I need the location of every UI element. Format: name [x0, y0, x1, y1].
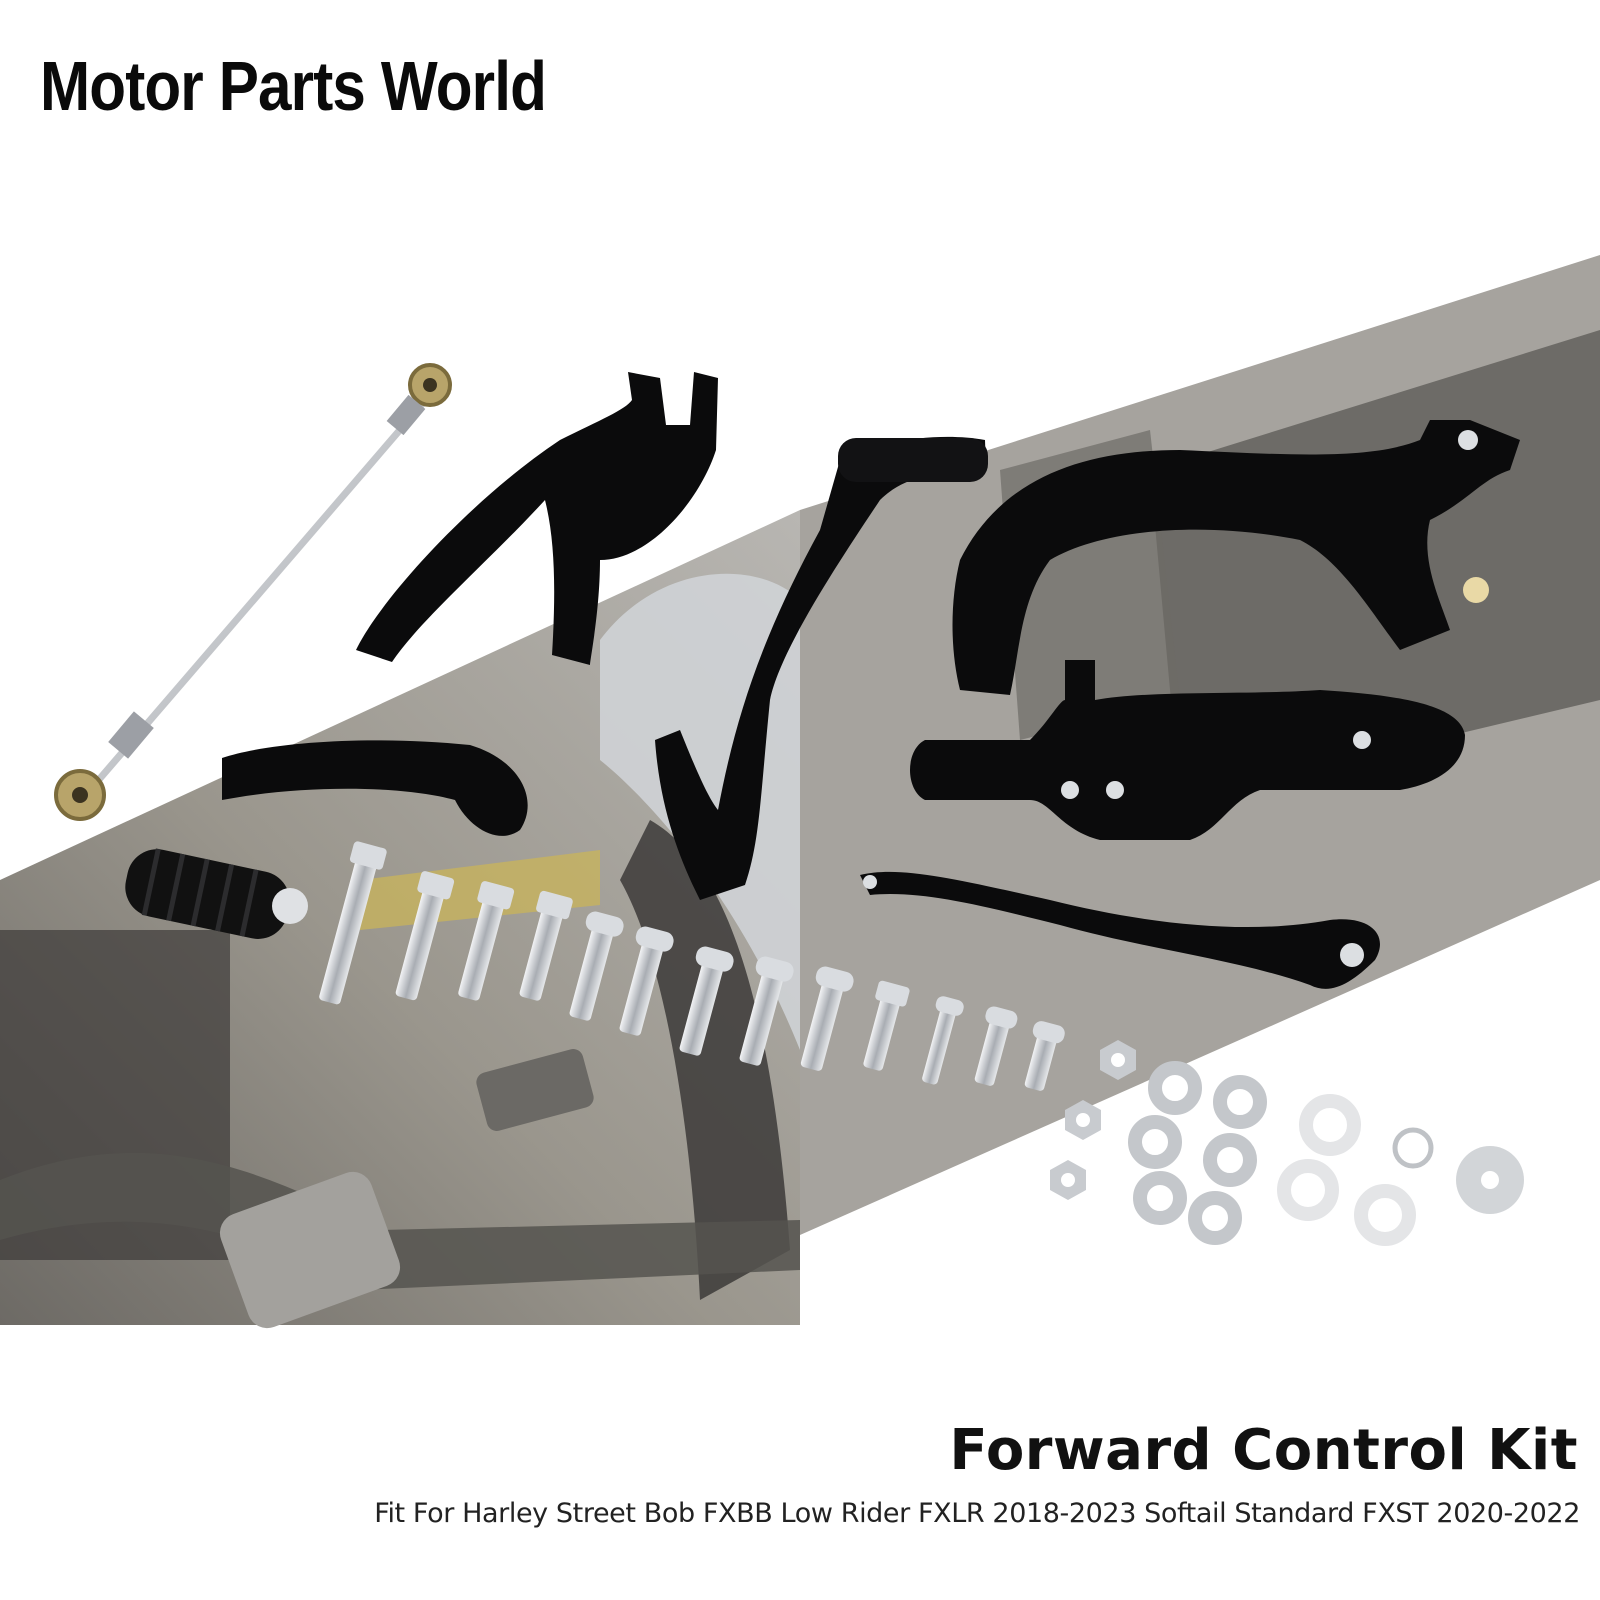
shift-linkage-rod: [54, 363, 452, 821]
product-title: Forward Control Kit: [949, 1418, 1578, 1483]
brand-logo-text: Motor Parts World: [40, 47, 547, 125]
bolt-hardware: [319, 841, 1065, 1091]
forward-control-parts: [125, 372, 1520, 989]
nut-and-washer-hardware: [1050, 1040, 1524, 1246]
product-fitment: Fit For Harley Street Bob FXBB Low Rider…: [374, 1498, 1580, 1529]
part-holes: [863, 430, 1489, 967]
